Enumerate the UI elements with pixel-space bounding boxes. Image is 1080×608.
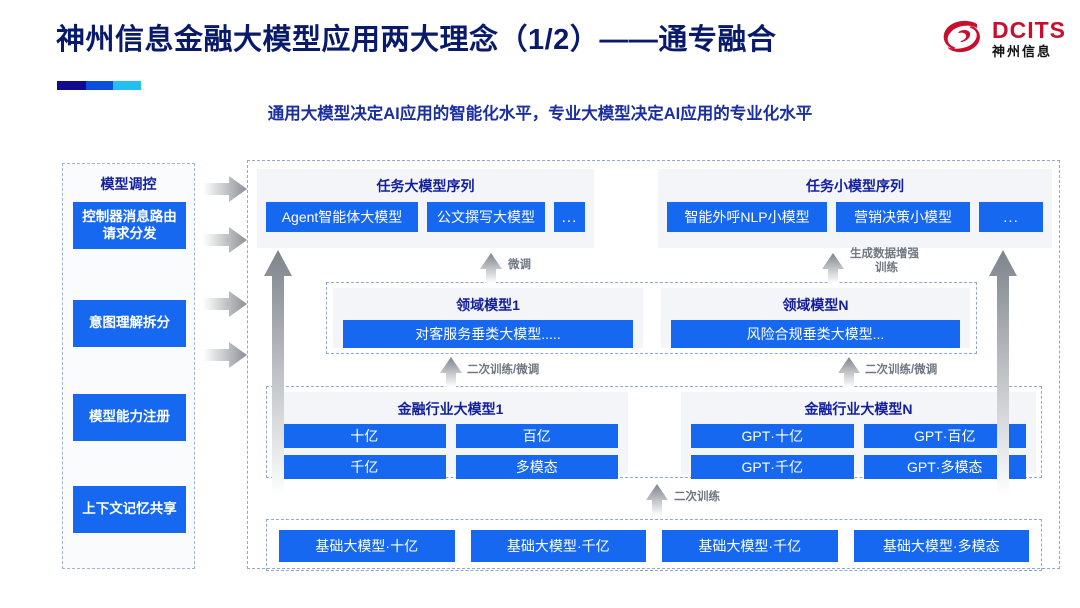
arrow-up-icon-data-aug <box>822 253 844 283</box>
control-panel: 模型调控 控制器消息路由请求分发 意图理解拆分 模型能力注册 上下文记忆共享 <box>62 163 195 569</box>
architecture-diagram: 任务大模型序列 Agent智能体大模型 公文撰写大模型 ... 任务小模型序列 … <box>247 160 1060 571</box>
base-model-multimodal[interactable]: 基础大模型·多模态 <box>853 530 1029 562</box>
base-model-group: 基础大模型·十亿 基础大模型·千亿 基础大模型·千亿 基础大模型·多模态 <box>266 519 1042 571</box>
domain-model-n-bar[interactable]: 风险合规垂类大模型... <box>671 320 960 348</box>
arrow-up-icon-right-tall <box>989 250 1017 496</box>
cell-100b[interactable]: 千亿 <box>283 455 446 479</box>
arrow-right-icon-4 <box>203 342 247 368</box>
control-item-context[interactable]: 上下文记忆共享 <box>73 486 186 533</box>
industry-model-1: 金融行业大模型1 十亿 百亿 千亿 多模态 <box>273 392 628 479</box>
arrow-up-icon-left-tall <box>264 250 292 496</box>
industry-model-n-cells: GPT·十亿 GPT·百亿 GPT·千亿 GPT·多模态 <box>681 419 1036 488</box>
base-model-100b-b[interactable]: 基础大模型·千亿 <box>662 530 838 562</box>
label-data-aug-line1: 生成数据增强 <box>850 248 919 260</box>
accent-segment-1 <box>57 81 86 90</box>
base-model-row: 基础大模型·十亿 基础大模型·千亿 基础大模型·千亿 基础大模型·多模态 <box>267 520 1041 572</box>
control-item-registry[interactable]: 模型能力注册 <box>73 394 186 441</box>
task-large-model-panel: 任务大模型序列 Agent智能体大模型 公文撰写大模型 ... <box>257 169 594 248</box>
chip-agent-model[interactable]: Agent智能体大模型 <box>266 202 418 232</box>
arrow-up-icon-retrain-left <box>440 357 462 387</box>
domain-model-1-bar[interactable]: 对客服务垂类大模型..... <box>343 320 633 348</box>
accent-segment-2 <box>85 81 114 90</box>
cell-gpt-1b[interactable]: GPT·十亿 <box>691 424 854 448</box>
base-model-100b-a[interactable]: 基础大模型·千亿 <box>470 530 646 562</box>
label-finetune: 微调 <box>508 259 531 271</box>
domain-model-1: 领域模型1 对客服务垂类大模型..... <box>333 288 643 348</box>
chip-more-large[interactable]: ... <box>554 202 585 232</box>
cell-gpt-100b[interactable]: GPT·千亿 <box>691 455 854 479</box>
accent-segment-3 <box>113 81 141 90</box>
page-title: 神州信息金融大模型应用两大理念（1/2）——通专融合 <box>56 24 777 56</box>
control-item-intent[interactable]: 意图理解拆分 <box>73 300 186 347</box>
industry-model-n: 金融行业大模型N GPT·十亿 GPT·百亿 GPT·千亿 GPT·多模态 <box>681 392 1036 479</box>
dcits-swirl-icon <box>943 20 980 53</box>
cell-10b[interactable]: 百亿 <box>455 424 618 448</box>
logo-text-en: DCITS <box>992 16 1066 43</box>
chip-doc-model[interactable]: 公文撰写大模型 <box>427 202 545 232</box>
control-item-router[interactable]: 控制器消息路由请求分发 <box>73 202 186 249</box>
logo-text-cn: 神州信息 <box>992 43 1053 59</box>
label-retrain-finetune-left: 二次训练/微调 <box>467 364 540 376</box>
chip-more-small[interactable]: ... <box>979 202 1043 232</box>
task-large-model-title: 任务大模型序列 <box>376 178 475 194</box>
arrow-right-icon-1 <box>203 176 247 202</box>
task-large-model-chips: Agent智能体大模型 公文撰写大模型 ... <box>257 196 594 241</box>
company-logo: DCITS 神州信息 <box>941 18 1066 58</box>
task-small-model-panel: 任务小模型序列 智能外呼NLP小模型 营销决策小模型 ... <box>658 169 1052 248</box>
arrow-up-icon-retrain-bottom <box>646 484 668 516</box>
title-accent-bar <box>57 81 141 90</box>
cell-multimodal[interactable]: 多模态 <box>455 455 618 479</box>
industry-model-1-cells: 十亿 百亿 千亿 多模态 <box>273 419 628 488</box>
domain-model-group: 领域模型1 对客服务垂类大模型..... 领域模型N 风险合规垂类大模型... <box>326 282 977 354</box>
cell-1b[interactable]: 十亿 <box>283 424 446 448</box>
industry-model-group: 金融行业大模型1 十亿 百亿 千亿 多模态 金融行业大模型N GPT·十亿 GP… <box>266 386 1042 479</box>
arrow-up-icon-finetune <box>480 253 502 283</box>
task-small-model-chips: 智能外呼NLP小模型 营销决策小模型 ... <box>658 196 1052 241</box>
base-model-1b[interactable]: 基础大模型·十亿 <box>279 530 455 562</box>
arrow-up-icon-retrain-right <box>838 357 860 387</box>
label-retrain-bottom: 二次训练 <box>674 491 720 503</box>
chip-marketing[interactable]: 营销决策小模型 <box>836 202 970 232</box>
page-subtitle: 通用大模型决定AI应用的智能化水平，专业大模型决定AI应用的专业化水平 <box>267 105 813 123</box>
domain-model-n: 领域模型N 风险合规垂类大模型... <box>661 288 970 348</box>
label-data-aug-line2: 训练 <box>875 262 898 274</box>
task-small-model-title: 任务小模型序列 <box>806 178 904 194</box>
arrow-right-icon-3 <box>203 291 247 317</box>
chip-nlp-outbound[interactable]: 智能外呼NLP小模型 <box>667 202 827 232</box>
domain-model-n-title: 领域模型N <box>782 297 849 313</box>
industry-model-1-title: 金融行业大模型1 <box>397 401 504 417</box>
industry-model-n-title: 金融行业大模型N <box>804 401 913 417</box>
control-panel-title: 模型调控 <box>100 176 157 192</box>
label-retrain-finetune-right: 二次训练/微调 <box>865 364 938 376</box>
logo-wordmark: DCITS 神州信息 <box>992 16 1066 59</box>
arrow-right-icon-2 <box>203 227 247 253</box>
domain-model-1-title: 领域模型1 <box>456 297 520 313</box>
